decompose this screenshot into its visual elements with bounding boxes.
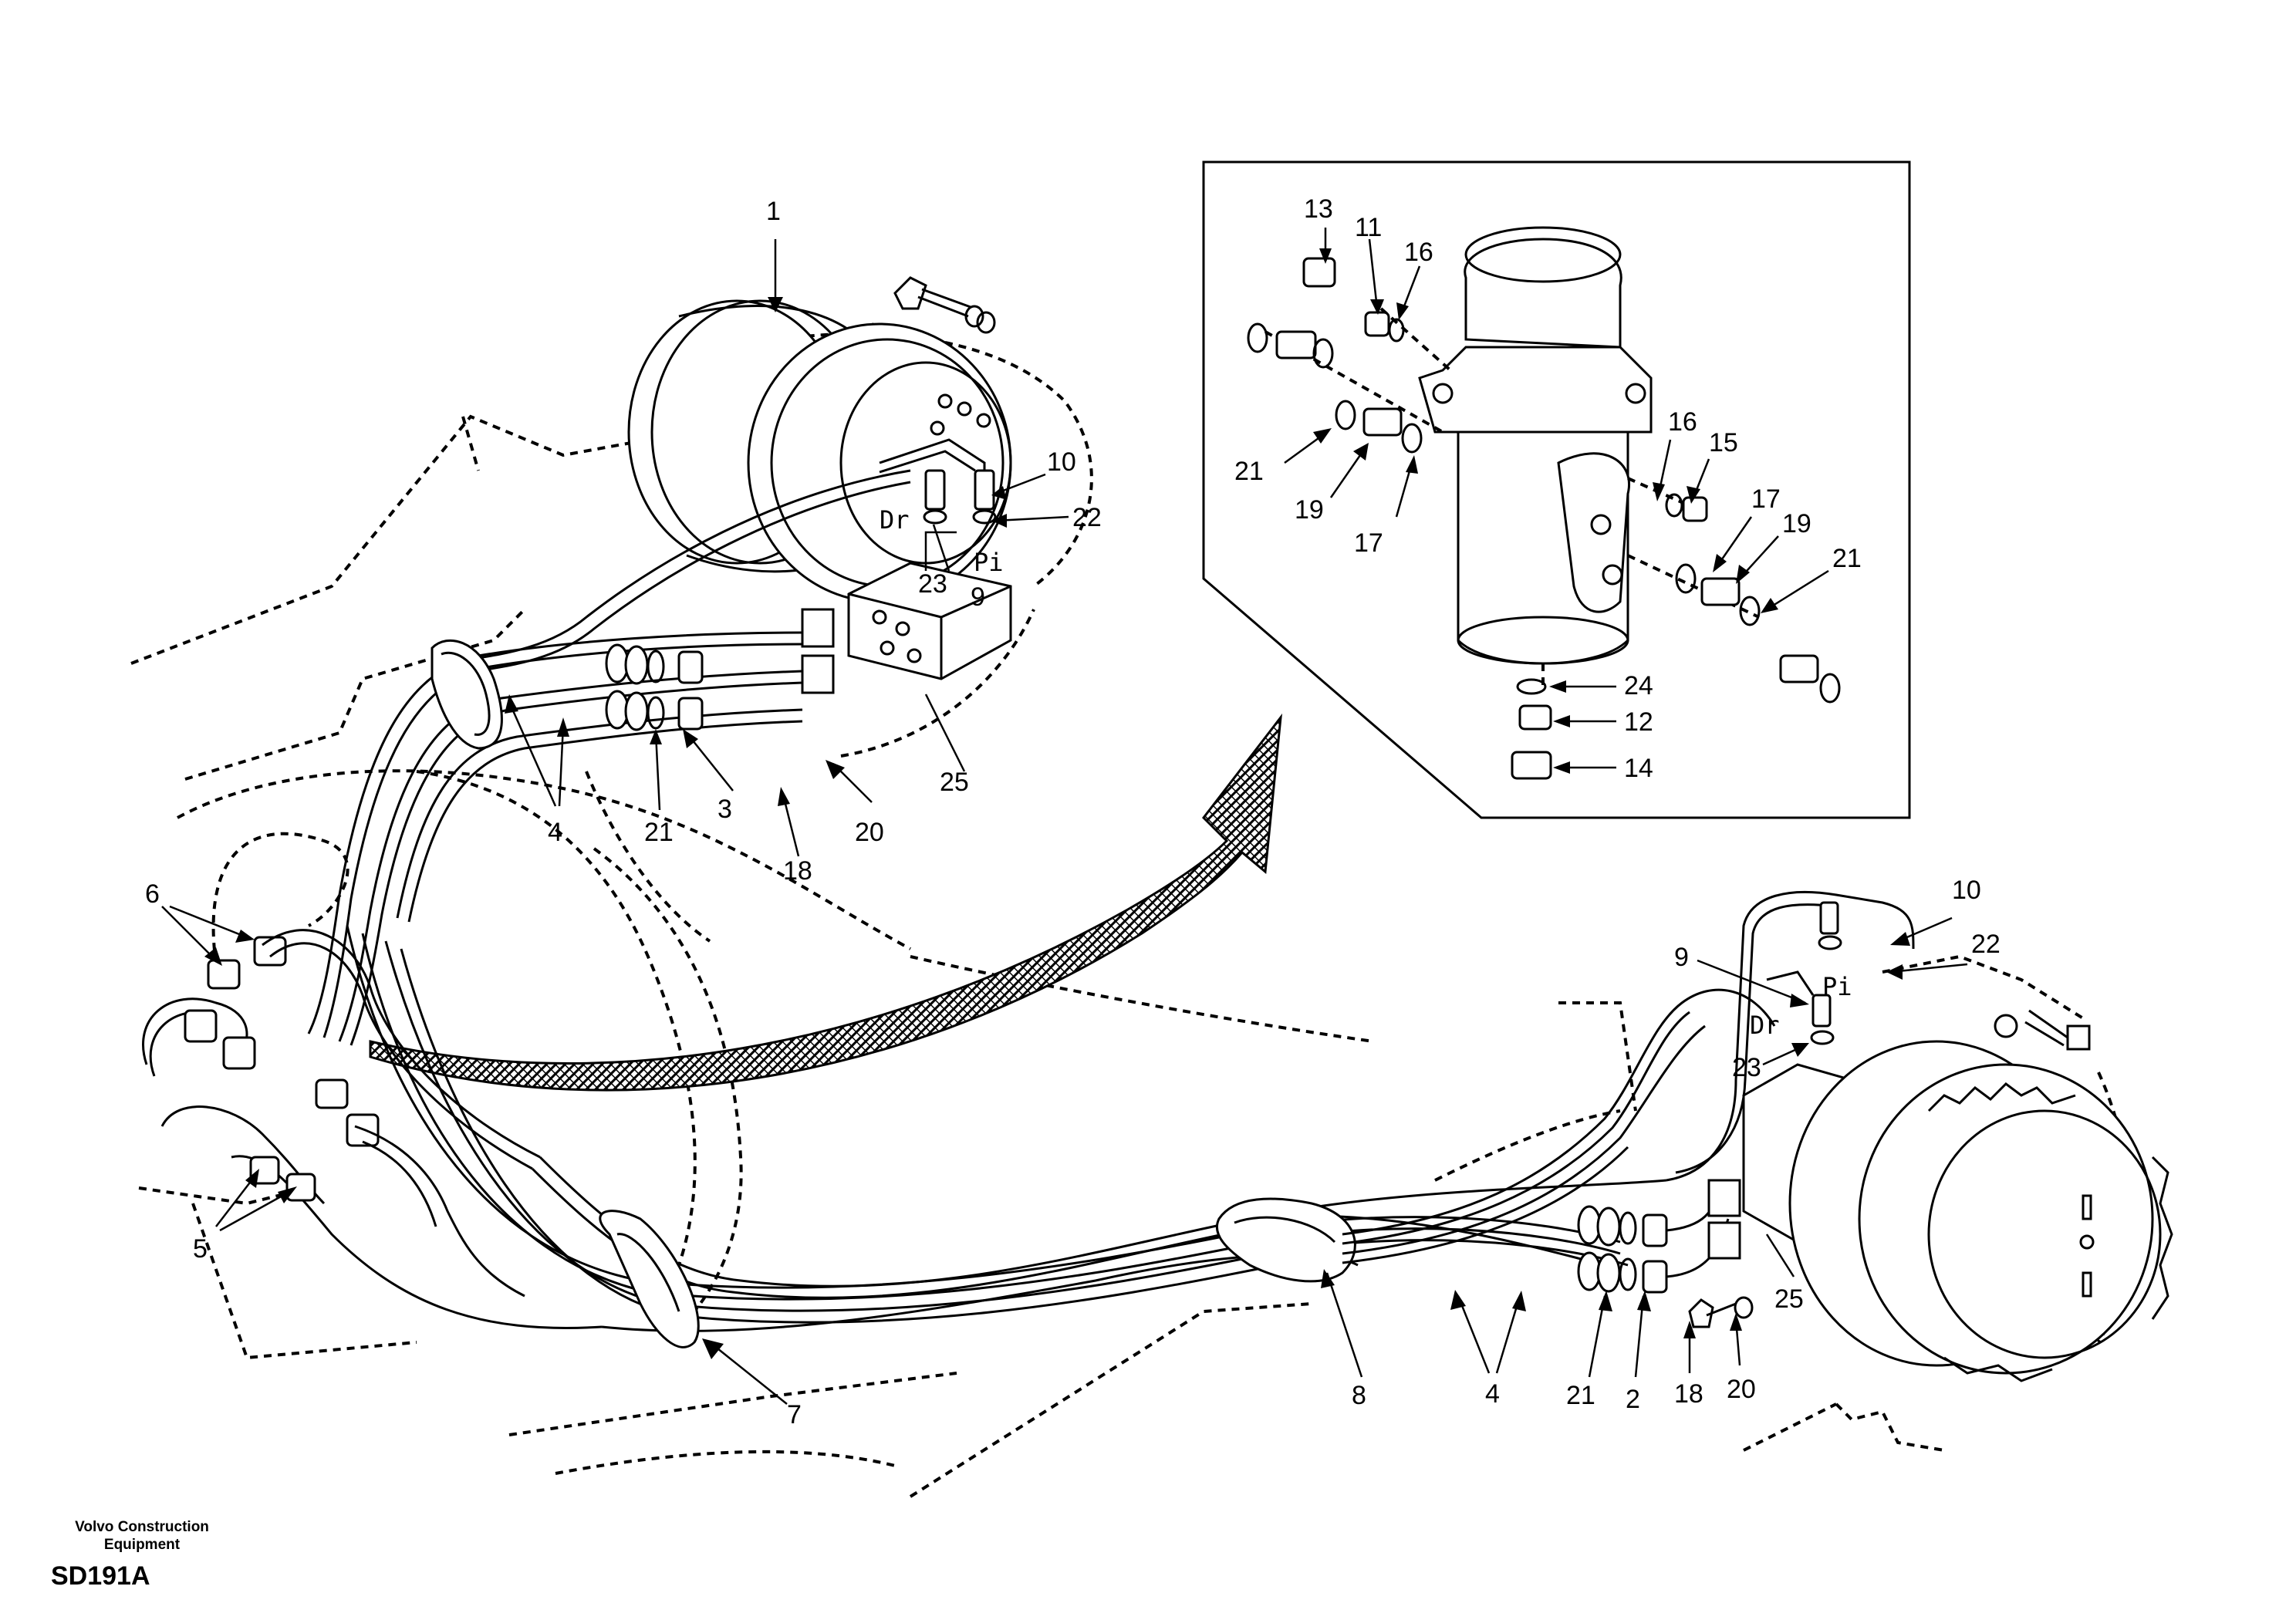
footer: Volvo Construction Equipment SD191A bbox=[42, 1518, 242, 1591]
brand-name: Volvo Construction Equipment bbox=[42, 1518, 242, 1554]
callout: 5 bbox=[193, 1234, 208, 1264]
right-travel-motor bbox=[1688, 901, 2173, 1382]
callout: 8 bbox=[1352, 1381, 1366, 1410]
callout: 10 bbox=[1047, 447, 1076, 477]
center-swivel-connections bbox=[142, 929, 603, 1329]
callout: 16 bbox=[1404, 238, 1433, 267]
callout: 23 bbox=[918, 569, 947, 599]
callout: 16 bbox=[1668, 407, 1697, 437]
callout: 12 bbox=[1624, 707, 1653, 737]
port-label-pilot-left: Pi bbox=[974, 548, 1004, 577]
callout: 18 bbox=[783, 856, 812, 886]
port-label-pilot-right: Pi bbox=[1822, 972, 1852, 1001]
callout: 23 bbox=[1732, 1053, 1761, 1082]
callout: 13 bbox=[1304, 194, 1333, 224]
port-labels: Dr Pi Pi Dr bbox=[880, 505, 1852, 1040]
brand-line-2: Equipment bbox=[103, 1537, 181, 1553]
brand-line-1: Volvo Construction bbox=[75, 1519, 209, 1535]
callout: 22 bbox=[1072, 503, 1102, 532]
callout: 17 bbox=[1751, 484, 1781, 514]
callout: 19 bbox=[1295, 495, 1324, 525]
port-label-drain-right: Dr bbox=[1750, 1011, 1780, 1040]
port-label-drain-left: Dr bbox=[880, 505, 910, 535]
left-travel-motor bbox=[627, 276, 1012, 694]
callouts-left-block: 6 5 7 bbox=[145, 879, 802, 1429]
transfer-arrow bbox=[369, 713, 1283, 1092]
callouts-right-motor: 10 22 9 23 8 4 21 2 18 20 25 bbox=[1352, 876, 2001, 1414]
detail-inset bbox=[1202, 160, 1911, 819]
callout: 4 bbox=[548, 818, 562, 847]
callout: 7 bbox=[787, 1400, 802, 1429]
callouts-inset: 13 11 16 21 19 17 16 15 17 19 21 24 12 1… bbox=[1234, 194, 1862, 783]
mounting-bolt bbox=[893, 276, 996, 334]
callout: 25 bbox=[1774, 1284, 1804, 1314]
callout: 24 bbox=[1624, 671, 1653, 700]
callout: 9 bbox=[971, 582, 985, 612]
callout: 21 bbox=[644, 818, 674, 847]
callout: 22 bbox=[1971, 930, 2001, 959]
callout: 19 bbox=[1782, 509, 1811, 538]
callout: 6 bbox=[145, 879, 160, 909]
callout: 21 bbox=[1234, 457, 1264, 486]
callout: 20 bbox=[1727, 1375, 1756, 1404]
callout: 18 bbox=[1674, 1379, 1703, 1409]
left-hose-bundle bbox=[307, 469, 911, 1046]
callout: 1 bbox=[766, 197, 781, 226]
callout: 25 bbox=[940, 768, 969, 797]
callout: 3 bbox=[718, 795, 732, 824]
callout: 9 bbox=[1674, 943, 1689, 972]
callout: 11 bbox=[1355, 213, 1382, 242]
callout: 21 bbox=[1832, 544, 1862, 573]
callout: 21 bbox=[1566, 1381, 1595, 1410]
drawing-code: SD191A bbox=[51, 1561, 150, 1591]
callout: 10 bbox=[1952, 876, 1981, 905]
callout: 17 bbox=[1354, 528, 1383, 558]
callout: 15 bbox=[1709, 428, 1738, 457]
leader-lines bbox=[161, 228, 1968, 1405]
callout: 14 bbox=[1624, 754, 1653, 783]
callout: 4 bbox=[1485, 1379, 1500, 1409]
callout: 2 bbox=[1626, 1385, 1640, 1414]
callouts-left-motor: 1 10 22 23 9 21 3 4 25 20 18 bbox=[548, 197, 1102, 886]
callout: 20 bbox=[855, 818, 884, 847]
